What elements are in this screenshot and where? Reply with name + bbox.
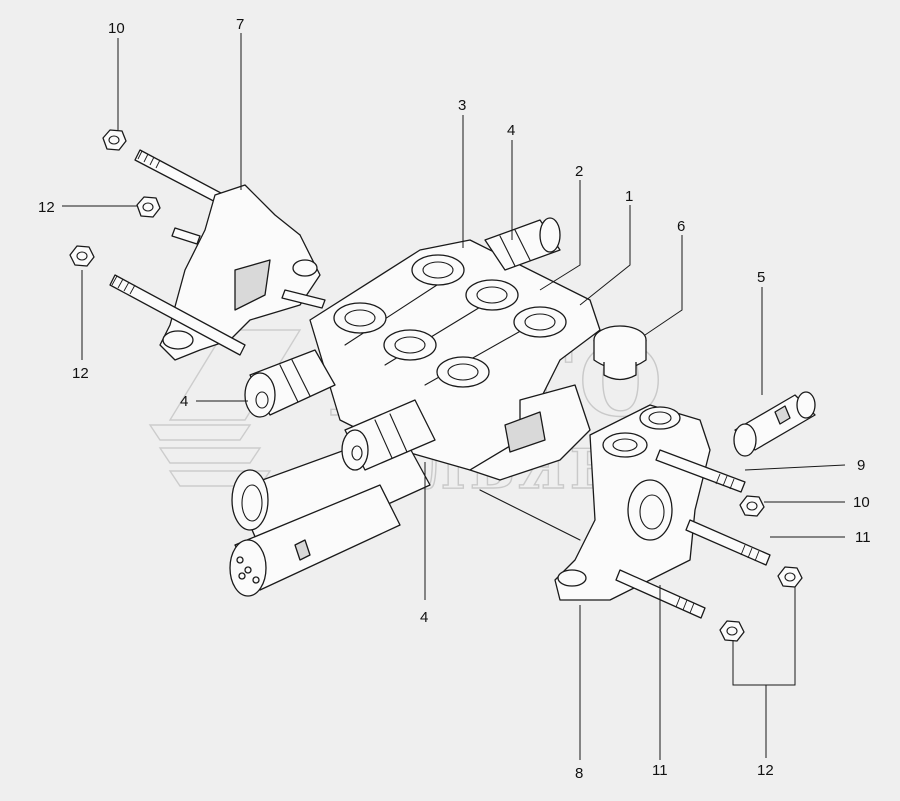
bracket-part-7	[109, 149, 326, 361]
stud-thread-top	[137, 150, 161, 169]
callout-11-right: 11	[855, 529, 871, 546]
nut-12-bottom-left	[719, 620, 745, 642]
callout-4-top: 4	[507, 122, 515, 139]
connector-pins	[236, 556, 260, 584]
callout-4-left: 4	[180, 393, 188, 410]
nut-12-lower-left	[69, 245, 95, 267]
callout-6: 6	[677, 218, 685, 235]
callout-labels: 10 7 3 4 2 1 6 5 12 12 4 9 10 11 4 8 11 …	[38, 16, 871, 782]
callout-5: 5	[757, 269, 765, 286]
spool-part-4-front	[341, 399, 436, 471]
callout-10-top: 10	[108, 20, 125, 37]
callout-9: 9	[857, 457, 865, 474]
callout-7: 7	[236, 16, 244, 33]
spool-part-4-left	[244, 349, 336, 418]
spool-part-4-top	[484, 217, 561, 271]
stud-part-9	[655, 449, 746, 493]
callout-2: 2	[575, 163, 583, 180]
nut-12-bottom-right	[777, 566, 803, 588]
callout-1: 1	[625, 188, 633, 205]
callout-12-bottom: 12	[757, 762, 774, 779]
callout-12-lower-left: 12	[72, 365, 89, 382]
nut-10-right	[739, 495, 765, 517]
callout-11-bottom: 11	[652, 762, 668, 779]
sensor-part-5	[733, 391, 816, 457]
plug-part-6	[593, 325, 647, 381]
leader-lines	[62, 33, 846, 760]
callout-3: 3	[458, 97, 466, 114]
callout-4-bottom: 4	[420, 609, 428, 626]
valve-ports	[333, 254, 567, 388]
nut-12-left	[136, 196, 161, 218]
nut-10-top	[102, 129, 127, 151]
stud-part-11-right	[685, 519, 771, 566]
stud-thread-lower	[111, 275, 136, 295]
callout-8: 8	[575, 765, 583, 782]
callout-10-right: 10	[853, 494, 870, 511]
callout-12-left: 12	[38, 199, 55, 216]
